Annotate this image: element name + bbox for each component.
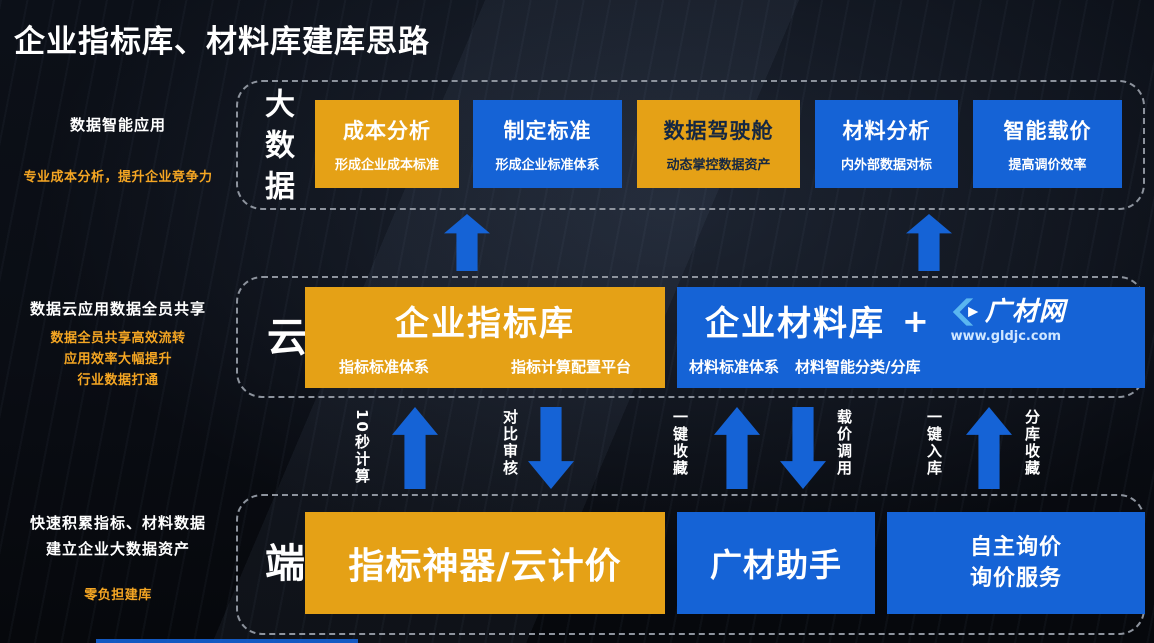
bigdata-tier-label: 大数据	[259, 88, 294, 211]
card-title: 自主询价 询价服务	[970, 532, 1062, 594]
up-arrow-icon	[714, 407, 760, 489]
flow-label-compare-review: 对比审核	[501, 409, 519, 477]
note-cloud-main: 数据云应用数据全员共享	[29, 300, 206, 318]
note-cloud-sub-line1: 数据全员共享高效流转	[50, 331, 186, 346]
edge-tier-label: 端	[258, 542, 304, 582]
card-set-standard: 制定标准 形成企业标准体系	[473, 100, 622, 188]
inquiry-line2: 询价服务	[969, 566, 1062, 591]
card-gc-assistant: 广材助手	[677, 512, 875, 614]
card-data-cockpit: 数据驾驶舱 动态掌控数据资产	[637, 100, 800, 188]
note-edge-main-line2: 建立企业大数据资产	[45, 540, 190, 558]
card-material-library: 企业材料库 + 广材网 www.gldjc.com 材料标准体系 材料智能分类/…	[677, 287, 1145, 388]
up-arrow-icon	[392, 407, 438, 489]
note-cloud-sub: 数据全员共享高效流转 应用效率大幅提升 行业数据打通	[0, 328, 236, 391]
card-title: 指标神器/云计价	[348, 546, 622, 587]
card-indicator-library: 企业指标库 指标标准体系 指标计算配置平台	[305, 287, 665, 388]
card-subtitle: 内外部数据对标	[840, 158, 932, 173]
note-edge-main-line1: 快速积累指标、材料数据	[29, 514, 206, 532]
indicator-standard-system: 指标标准体系	[339, 358, 430, 376]
gldjc-logo-name: 广材网	[984, 297, 1066, 327]
flow-label-one-key-favorite: 一键收藏	[671, 409, 689, 477]
card-title: 企业材料库	[705, 304, 885, 344]
card-subtitle: 动态掌控数据资产	[666, 158, 771, 173]
card-material-analysis: 材料分析 内外部数据对标	[815, 100, 958, 188]
card-inquiry-service: 自主询价 询价服务	[887, 512, 1145, 614]
card-subtitle: 形成企业成本标准	[334, 158, 439, 173]
indicator-calc-platform: 指标计算配置平台	[510, 358, 631, 376]
note-edge-sub: 零负担建库	[84, 588, 152, 603]
card-title: 智能载价	[1003, 119, 1092, 143]
card-title: 数据驾驶舱	[663, 119, 774, 143]
material-library-header: 企业材料库 + 广材网 www.gldjc.com	[677, 296, 1145, 345]
card-cost-analysis: 成本分析 形成企业成本标准	[315, 100, 459, 188]
note-bigdata-main: 数据智能应用	[69, 116, 166, 134]
gldjc-logo-icon	[952, 298, 979, 326]
down-arrow-icon	[780, 407, 826, 489]
card-title: 企业指标库	[395, 304, 575, 344]
up-arrow-icon	[906, 214, 952, 271]
plus-sign: +	[902, 301, 929, 340]
card-subtitles: 材料标准体系 材料智能分类/分库	[677, 356, 1145, 377]
material-standard-system: 材料标准体系	[689, 358, 780, 376]
gldjc-logo-url: www.gldjc.com	[950, 329, 1062, 344]
card-title: 成本分析	[343, 119, 431, 143]
note-bigdata-sub: 专业成本分析，提升企业竞争力	[23, 170, 213, 185]
note-cloud-sub-line2: 应用效率大幅提升	[63, 352, 172, 367]
page-title: 企业指标库、材料库建库思路	[14, 24, 430, 60]
card-subtitles: 指标标准体系 指标计算配置平台	[305, 356, 665, 377]
note-edge: 快速积累指标、材料数据 建立企业大数据资产 零负担建库	[0, 510, 236, 603]
note-bigdata: 数据智能应用 专业成本分析，提升企业竞争力	[0, 114, 236, 185]
bigdata-tier-frame	[236, 80, 1145, 210]
gldjc-logo: 广材网 www.gldjc.com	[946, 298, 1066, 343]
card-smart-pricing: 智能载价 提高调价效率	[973, 100, 1122, 188]
bottom-accent-strip	[96, 639, 358, 643]
flow-label-10s-calc: 10秒计算	[353, 409, 371, 485]
card-title: 材料分析	[842, 119, 931, 143]
flow-label-sub-library-favorite: 分库收藏	[1023, 409, 1041, 477]
note-cloud-sub-line3: 行业数据打通	[77, 373, 159, 388]
note-edge-main: 快速积累指标、材料数据 建立企业大数据资产	[0, 510, 236, 562]
flow-label-price-loading: 载价调用	[835, 409, 853, 477]
up-arrow-icon	[444, 214, 490, 271]
inquiry-line1: 自主询价	[969, 535, 1062, 560]
note-cloud: 数据云应用数据全员共享 数据全员共享高效流转 应用效率大幅提升 行业数据打通	[0, 298, 236, 391]
material-smart-classification: 材料智能分类/分库	[795, 358, 921, 376]
card-subtitle: 形成企业标准体系	[495, 158, 600, 173]
card-title: 广材助手	[709, 546, 842, 584]
down-arrow-icon	[528, 407, 574, 489]
card-title: 制定标准	[503, 119, 592, 143]
up-arrow-icon	[966, 407, 1012, 489]
card-indicator-tool: 指标神器/云计价	[305, 512, 665, 614]
flow-label-one-key-import: 一键入库	[925, 409, 943, 477]
cloud-tier-label: 云	[260, 316, 306, 356]
card-subtitle: 提高调价效率	[1008, 158, 1087, 173]
